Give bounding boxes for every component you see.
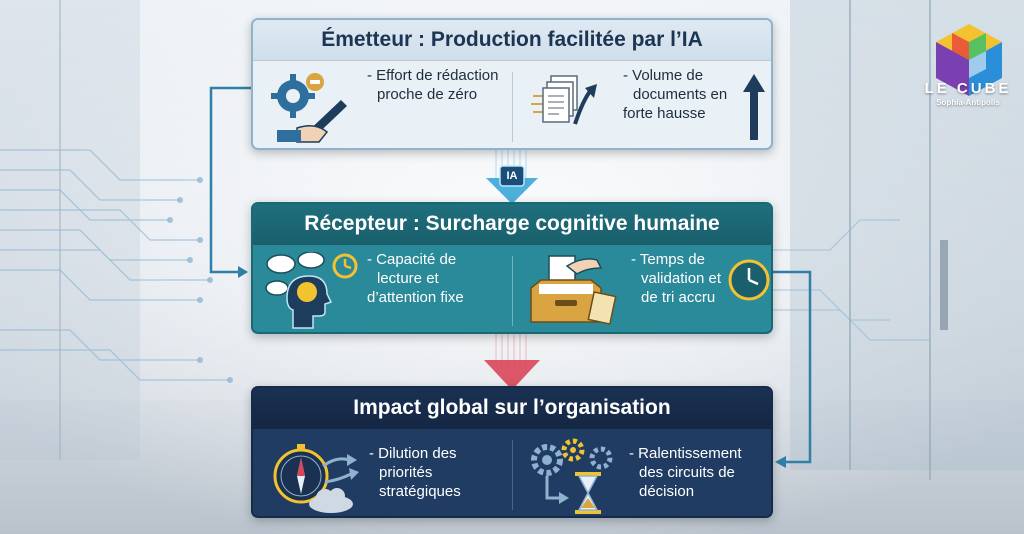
inbox-clock-icon: [530, 255, 617, 325]
emitter-panel-title: Émetteur : Production facilitée par l’IA: [253, 20, 771, 61]
impact-item-dilution-line-1: - Dilution des: [369, 445, 457, 462]
emitter-item-volume-line-1: - Volume de: [623, 67, 704, 84]
panel-divider: [512, 72, 513, 142]
documents-rising-icon: [531, 75, 597, 125]
overload-flow-arrow: [484, 334, 540, 390]
emitter-panel: Émetteur : Production facilitée par l’IA…: [251, 18, 773, 150]
impact-item-dilution-line-3: stratégiques: [379, 483, 461, 500]
panel-divider: [512, 440, 513, 510]
emitter-item-volume: - Volume de documents en forte hausse: [515, 64, 771, 148]
receiver-item-capacity-line-3: d’attention fixe: [367, 289, 464, 306]
emitter-item-effort: - Effort de rédaction proche de zéro: [253, 64, 511, 148]
clock-icon: [728, 259, 770, 301]
brand-subtitle: Sophia-Antipolis: [936, 98, 1000, 107]
ai-flow-arrow: [486, 150, 538, 204]
impact-item-dilution-line-2: priorités: [379, 464, 433, 481]
receiver-panel: Récepteur : Surcharge cognitive humaine …: [251, 202, 773, 334]
panel-divider: [512, 256, 513, 326]
receiver-item-validation-line-1: - Temps de: [631, 251, 705, 268]
impact-item-slowdown-line-3: décision: [639, 483, 695, 500]
receiver-item-capacity-line-2: lecture et: [377, 270, 439, 287]
receiver-item-validation-line-3: de tri accru: [641, 289, 716, 306]
head-speech-clock-icon: [265, 252, 358, 329]
emitter-item-volume-line-2: documents en: [633, 86, 728, 103]
impact-item-slowdown: - Ralentissement des circuits de décisio…: [515, 432, 771, 516]
receiver-item-validation-line-2: validation et: [641, 270, 722, 287]
gear-hand-writing-icon: [271, 73, 347, 143]
receiver-item-capacity-line-1: - Capacité de: [367, 251, 457, 268]
impact-panel: Impact global sur l’organisation - Dilut…: [251, 386, 773, 518]
impact-item-slowdown-line-1: - Ralentissement: [629, 445, 742, 462]
compass-cloud-icon: [273, 444, 359, 513]
ai-flow-label: IA: [506, 170, 518, 182]
gears-hourglass-icon: [531, 438, 613, 514]
receiver-panel-title: Récepteur : Surcharge cognitive humaine: [253, 204, 771, 245]
up-arrow-icon: [743, 74, 765, 140]
brand-name: LE CUBE: [924, 80, 1012, 97]
impact-panel-title: Impact global sur l’organisation: [253, 388, 771, 429]
emitter-item-volume-line-3: forte hausse: [623, 105, 706, 122]
le-cube-logo: [936, 24, 1002, 96]
receiver-item-validation: - Temps de validation et de tri accru: [515, 248, 771, 332]
impact-item-slowdown-line-2: des circuits de: [639, 464, 735, 481]
emitter-item-effort-line-1: - Effort de rédaction: [367, 67, 499, 84]
receiver-item-capacity: - Capacité de lecture et d’attention fix…: [253, 248, 511, 332]
emitter-item-effort-line-2: proche de zéro: [377, 86, 478, 103]
impact-item-dilution: - Dilution des priorités stratégiques: [253, 432, 511, 516]
